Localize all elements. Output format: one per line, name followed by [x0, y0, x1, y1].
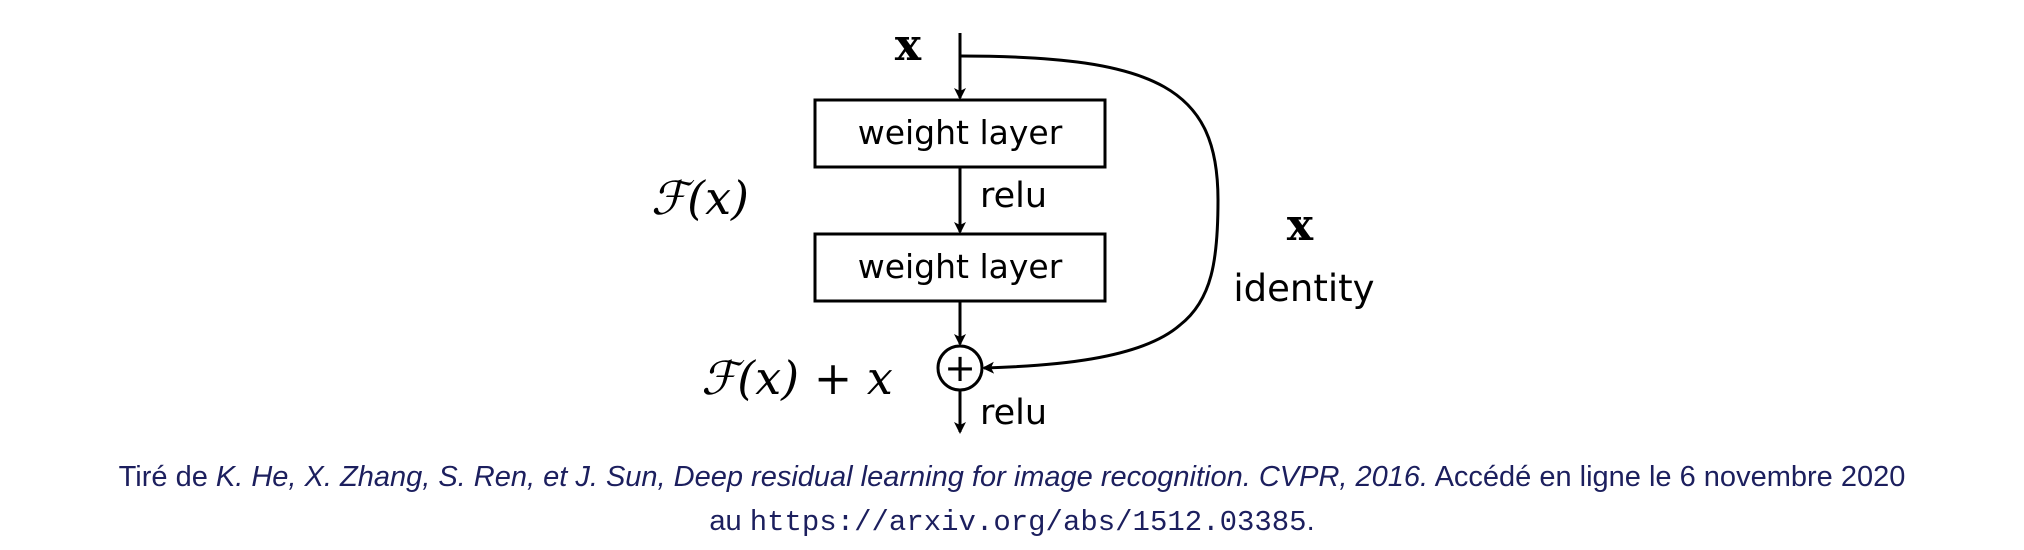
relu-out-label: relu: [980, 393, 1047, 433]
identity-skip-arrow: [959, 54, 1220, 374]
sum-node-symbol: +: [944, 346, 976, 390]
caption-prefix: Tiré de: [118, 461, 216, 493]
weight-layer-2-box: [813, 232, 1107, 303]
caption-line2-prefix: au: [709, 505, 750, 537]
residual-function-label: ℱ(x): [651, 171, 749, 225]
caption-citation: K. He, X. Zhang, S. Ren, et J. Sun, Deep…: [215, 461, 1429, 493]
relu-mid-label: relu: [980, 176, 1047, 216]
identity-label: identity: [1233, 267, 1374, 310]
figure-caption: Tiré de K. He, X. Zhang, S. Ren, et J. S…: [0, 455, 2024, 545]
weight-layer-1-label: weight layer: [858, 113, 1063, 152]
caption-line-1: Tiré de K. He, X. Zhang, S. Ren, et J. S…: [0, 455, 2024, 499]
weight-layer-2-label: weight layer: [858, 247, 1063, 286]
input-x-label: x: [895, 20, 922, 71]
caption-access-date: Accédé en ligne le 6 novembre 2020: [1428, 461, 1906, 493]
caption-line-2: au https://arxiv.org/abs/1512.03385.: [0, 499, 2024, 545]
sum-expression-label: ℱ(x) + x: [701, 351, 893, 405]
identity-x-label: x: [1287, 200, 1314, 251]
caption-url-link[interactable]: https://arxiv.org/abs/1512.03385: [749, 506, 1307, 539]
residual-block-diagram: x weight layer relu weight layer + relu …: [651, 20, 1375, 434]
caption-line2-suffix: .: [1306, 505, 1315, 537]
